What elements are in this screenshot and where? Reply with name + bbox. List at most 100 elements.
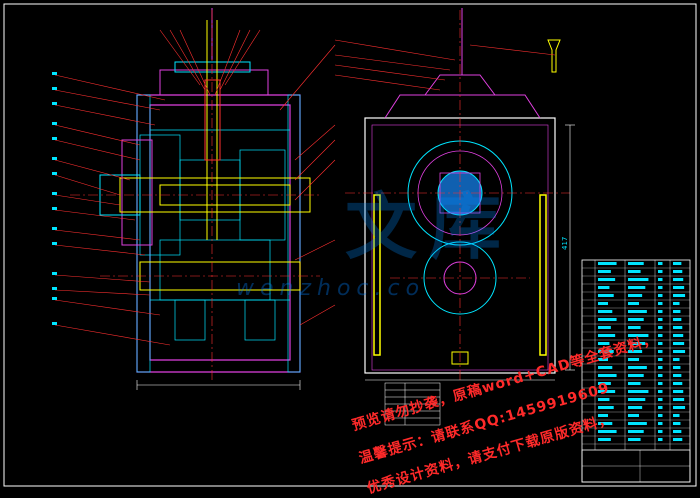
parts-list-cell-text bbox=[598, 286, 610, 289]
parts-list-cell-text bbox=[628, 342, 646, 345]
parts-list-cell-text bbox=[598, 318, 617, 321]
top-cover bbox=[159, 69, 269, 96]
parts-list-cell-text bbox=[628, 286, 646, 289]
parts-list-cell-text bbox=[598, 270, 611, 273]
parts-list-cell-text bbox=[628, 406, 643, 409]
parts-list-cell-text bbox=[628, 398, 646, 401]
parts-list-cell-text bbox=[628, 382, 641, 385]
parts-list-cell-text bbox=[598, 398, 610, 401]
parts-list-cell-text bbox=[628, 262, 644, 265]
parts-list-cell-text bbox=[658, 382, 663, 385]
parts-list-cell-text bbox=[658, 398, 663, 401]
parts-list-cell-text bbox=[598, 342, 610, 345]
parts-list-cell-text bbox=[658, 302, 663, 305]
housing-outline bbox=[136, 94, 301, 373]
parts-list-cell-text bbox=[673, 262, 682, 265]
parts-list-cell-text bbox=[628, 334, 649, 337]
parts-list-cell-text bbox=[658, 438, 663, 441]
parts-list-cell-text bbox=[628, 350, 643, 353]
front-view: 417 bbox=[334, 8, 575, 426]
parts-list-cell-text bbox=[673, 278, 684, 281]
part-leaders-left bbox=[54, 74, 171, 346]
parts-list-cell-text bbox=[673, 342, 685, 345]
parts-list-cell-text bbox=[598, 326, 611, 329]
parts-list-cell-text bbox=[598, 334, 616, 337]
dimension-label: 417 bbox=[561, 237, 569, 250]
parts-list-cell-text bbox=[628, 358, 639, 361]
parts-list-cell-text bbox=[658, 286, 663, 289]
parts-list-cell-text bbox=[658, 270, 663, 273]
parts-list-cell-text bbox=[673, 286, 685, 289]
parts-list-cell-text bbox=[658, 422, 663, 425]
parts-list-cell-text bbox=[598, 422, 613, 425]
parts-list-cell-text bbox=[628, 294, 643, 297]
parts-list-cell-text bbox=[598, 302, 608, 305]
parts-list-cell-text bbox=[673, 390, 684, 393]
parts-list-cell-text bbox=[673, 430, 682, 433]
parts-list-cell-text bbox=[598, 262, 617, 265]
parts-list-cell-text bbox=[658, 374, 663, 377]
parts-list-cell-text bbox=[658, 326, 663, 329]
parts-list-cell-text bbox=[673, 414, 680, 417]
front-top-cover bbox=[384, 94, 541, 119]
hatching bbox=[136, 94, 301, 373]
parts-list-cell-text bbox=[598, 366, 613, 369]
parts-list-cell-text bbox=[598, 358, 608, 361]
parts-list-cell-text bbox=[628, 318, 644, 321]
parts-list-cell-text bbox=[628, 422, 647, 425]
parts-list-cell-text bbox=[598, 374, 617, 377]
parts-list-cell-text bbox=[598, 278, 616, 281]
parts-list-cell-text bbox=[673, 422, 681, 425]
part-balloons-left bbox=[52, 72, 57, 325]
parts-list-table bbox=[581, 259, 691, 483]
centerlines bbox=[70, 10, 320, 380]
parts-list-cell-text bbox=[658, 262, 663, 265]
parts-list-cell-text bbox=[628, 270, 641, 273]
shafts bbox=[119, 20, 311, 291]
parts-list-cell-text bbox=[658, 334, 663, 337]
parts-list-cell-text bbox=[628, 414, 639, 417]
parts-list-cell-text bbox=[598, 382, 611, 385]
parts-list-cell-text bbox=[598, 406, 614, 409]
parts-list-cell-text bbox=[658, 350, 663, 353]
parts-list-cell-text bbox=[673, 366, 681, 369]
parts-list-cell-text bbox=[628, 310, 647, 313]
parts-list-cell-text bbox=[598, 414, 608, 417]
side-section-view bbox=[52, 8, 336, 390]
parts-list-cell-text bbox=[598, 438, 611, 441]
parts-list-cell-text bbox=[628, 374, 644, 377]
parts-list-cell-text bbox=[658, 342, 663, 345]
parts-list-cell-text bbox=[598, 310, 613, 313]
parts-list-cell-text bbox=[673, 374, 682, 377]
parts-list-cell-text bbox=[673, 294, 686, 297]
part-leaders-right bbox=[334, 39, 556, 91]
parts-list-cell-text bbox=[673, 382, 683, 385]
parts-list-cell-text bbox=[673, 310, 681, 313]
watermark-site: wenzhoc.co bbox=[236, 276, 426, 301]
parts-list-cell-text bbox=[673, 358, 680, 361]
parts-list-cell-text bbox=[673, 438, 683, 441]
parts-list-cell-text bbox=[673, 318, 682, 321]
parts-list-cell-text bbox=[658, 390, 663, 393]
input-flange bbox=[121, 139, 153, 246]
parts-list-cell-text bbox=[658, 430, 663, 433]
parts-list-cell-text bbox=[628, 278, 649, 281]
parts-list-cell-text bbox=[673, 406, 686, 409]
parts-list-cell-text bbox=[628, 430, 644, 433]
parts-list-cell-text bbox=[598, 350, 614, 353]
parts-list-cell-text bbox=[673, 398, 685, 401]
parts-list-cell-text bbox=[673, 334, 684, 337]
parts-list-cell-text bbox=[628, 438, 641, 441]
parts-list-cell-text bbox=[673, 326, 683, 329]
parts-list-cell-text bbox=[628, 326, 641, 329]
parts-list-cell-text bbox=[628, 302, 639, 305]
parts-list-cell-text bbox=[658, 358, 663, 361]
parts-list-cell-text bbox=[673, 350, 686, 353]
parts-list-cell-text bbox=[628, 366, 647, 369]
parts-list-cell-text bbox=[628, 390, 649, 393]
parts-list-cell-text bbox=[658, 406, 663, 409]
parts-list-cell-text bbox=[658, 278, 663, 281]
parts-list-cell-text bbox=[673, 270, 683, 273]
tech-table bbox=[384, 382, 441, 426]
